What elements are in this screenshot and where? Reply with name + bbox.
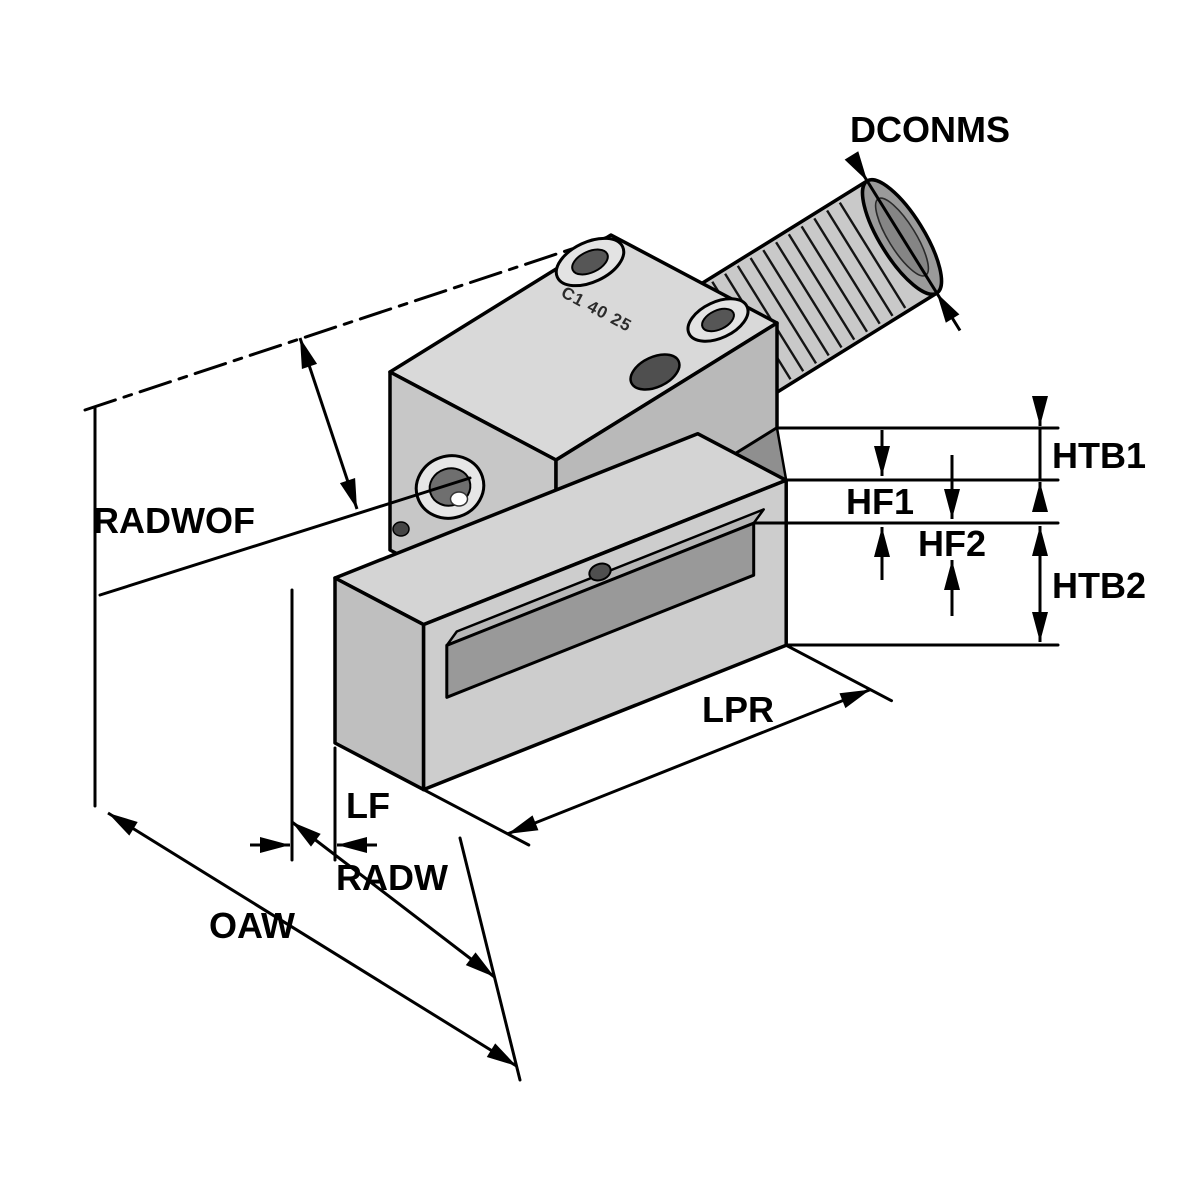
thread-line	[749, 257, 818, 365]
thread-line	[775, 241, 843, 349]
thread-line	[800, 225, 869, 333]
thread-line	[813, 217, 881, 325]
dimension-label-lpr: LPR	[702, 689, 774, 730]
thread-line	[838, 201, 907, 309]
dimension-label-lf: LF	[346, 785, 390, 826]
dconms-arrow-bottom	[935, 292, 962, 332]
lpr-extension-left	[422, 788, 531, 847]
thread-line	[826, 209, 894, 317]
radwof-dimension-line	[298, 337, 359, 510]
dimension-label-hf2: HF2	[918, 523, 986, 564]
lpr-dimension-line	[507, 688, 871, 836]
insert-strip-front	[445, 521, 756, 699]
radwof-reference-line	[98, 476, 472, 597]
dconms-dimension-line	[865, 180, 939, 294]
dconms-arrow-top	[844, 151, 869, 182]
label-group: DCONMS RADWOF HF1 HF2 HTB1 HTB2 LPR LF R…	[93, 109, 1146, 946]
dimension-label-hf1: HF1	[846, 481, 914, 522]
top-counterbore-hole-2-bore	[701, 307, 735, 333]
oaw-dimension-line	[107, 811, 518, 1068]
centerline	[83, 235, 610, 412]
dimension-label-radw: RADW	[336, 857, 448, 898]
dimension-label-dconms: DCONMS	[850, 109, 1010, 150]
front-clamp-screw-tip	[449, 491, 469, 507]
top-counterbore-hole-1-bore	[571, 248, 609, 276]
thread-line	[787, 233, 856, 341]
top-slot-hole	[629, 353, 681, 391]
dimension-group	[93, 151, 1060, 1082]
side-small-hole	[588, 562, 612, 582]
dimension-label-htb2: HTB2	[1052, 565, 1146, 606]
front-small-hole	[392, 521, 410, 537]
lpr-extension-right	[784, 643, 893, 703]
dimension-label-htb1: HTB1	[1052, 435, 1146, 476]
dimension-label-oaw: OAW	[209, 905, 295, 946]
thread-line	[762, 249, 830, 357]
dimension-label-radwof: RADWOF	[93, 500, 255, 541]
